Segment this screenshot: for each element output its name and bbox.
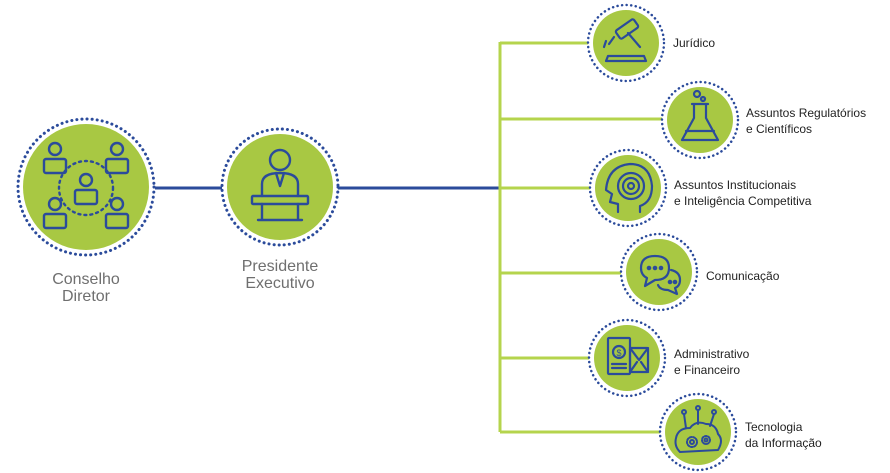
dept-juridico-node — [586, 3, 666, 83]
connectors — [155, 41, 665, 434]
head-target-icon — [604, 162, 654, 214]
dept-regulatorios-line1: Assuntos Regulatórios — [746, 106, 867, 120]
board-node — [16, 117, 156, 257]
dept-tecnologia-line2: da Informação — [745, 436, 822, 450]
flask-icon — [680, 89, 720, 142]
dept-tecnologia-line1: Tecnologia — [745, 420, 803, 434]
circuit-gears-icon — [674, 405, 722, 453]
dept-juridico-line1: Jurídico — [673, 36, 716, 50]
dept-institucionais-label: Assuntos Institucionais e Inteligência C… — [674, 177, 811, 209]
svg-text:$: $ — [616, 348, 621, 358]
dept-tecnologia-node — [658, 392, 738, 472]
dept-administrativo-label: Administrativo e Financeiro — [674, 346, 749, 378]
dept-institucionais-line1: Assuntos Institucionais — [674, 178, 797, 192]
speaker-podium-icon — [250, 148, 310, 222]
dept-administrativo-node: $ — [587, 318, 667, 398]
president-label: Presidente Executivo — [220, 258, 340, 292]
dept-regulatorios-line2: e Científicos — [746, 122, 813, 136]
dept-administrativo-line2: e Financeiro — [674, 363, 741, 377]
dept-tecnologia-label: Tecnologia da Informação — [745, 419, 822, 451]
board-label-line2: Diretor — [61, 288, 110, 305]
dept-comunicacao-line1: Comunicação — [706, 269, 780, 283]
dept-administrativo-line1: Administrativo — [674, 347, 750, 361]
dept-juridico-label: Jurídico — [673, 35, 715, 51]
board-label-line1: Conselho — [52, 271, 120, 288]
gavel-icon — [602, 18, 648, 63]
dept-regulatorios-node — [660, 80, 740, 160]
dept-comunicacao-label: Comunicação — [706, 268, 779, 284]
dept-regulatorios-label: Assuntos Regulatórios e Científicos — [746, 105, 866, 137]
board-label: Conselho Diretor — [26, 271, 146, 305]
dept-comunicacao-node — [619, 232, 699, 312]
dept-institucionais-node — [588, 148, 668, 228]
dept-institucionais-line2: e Inteligência Competitiva — [674, 194, 812, 208]
money-documents-icon: $ — [606, 336, 650, 376]
chat-bubbles-icon — [639, 254, 682, 296]
president-label-line1: Presidente — [241, 258, 319, 275]
people-network-icon — [42, 141, 130, 230]
president-label-line2: Executivo — [245, 275, 315, 292]
president-node — [220, 127, 340, 247]
